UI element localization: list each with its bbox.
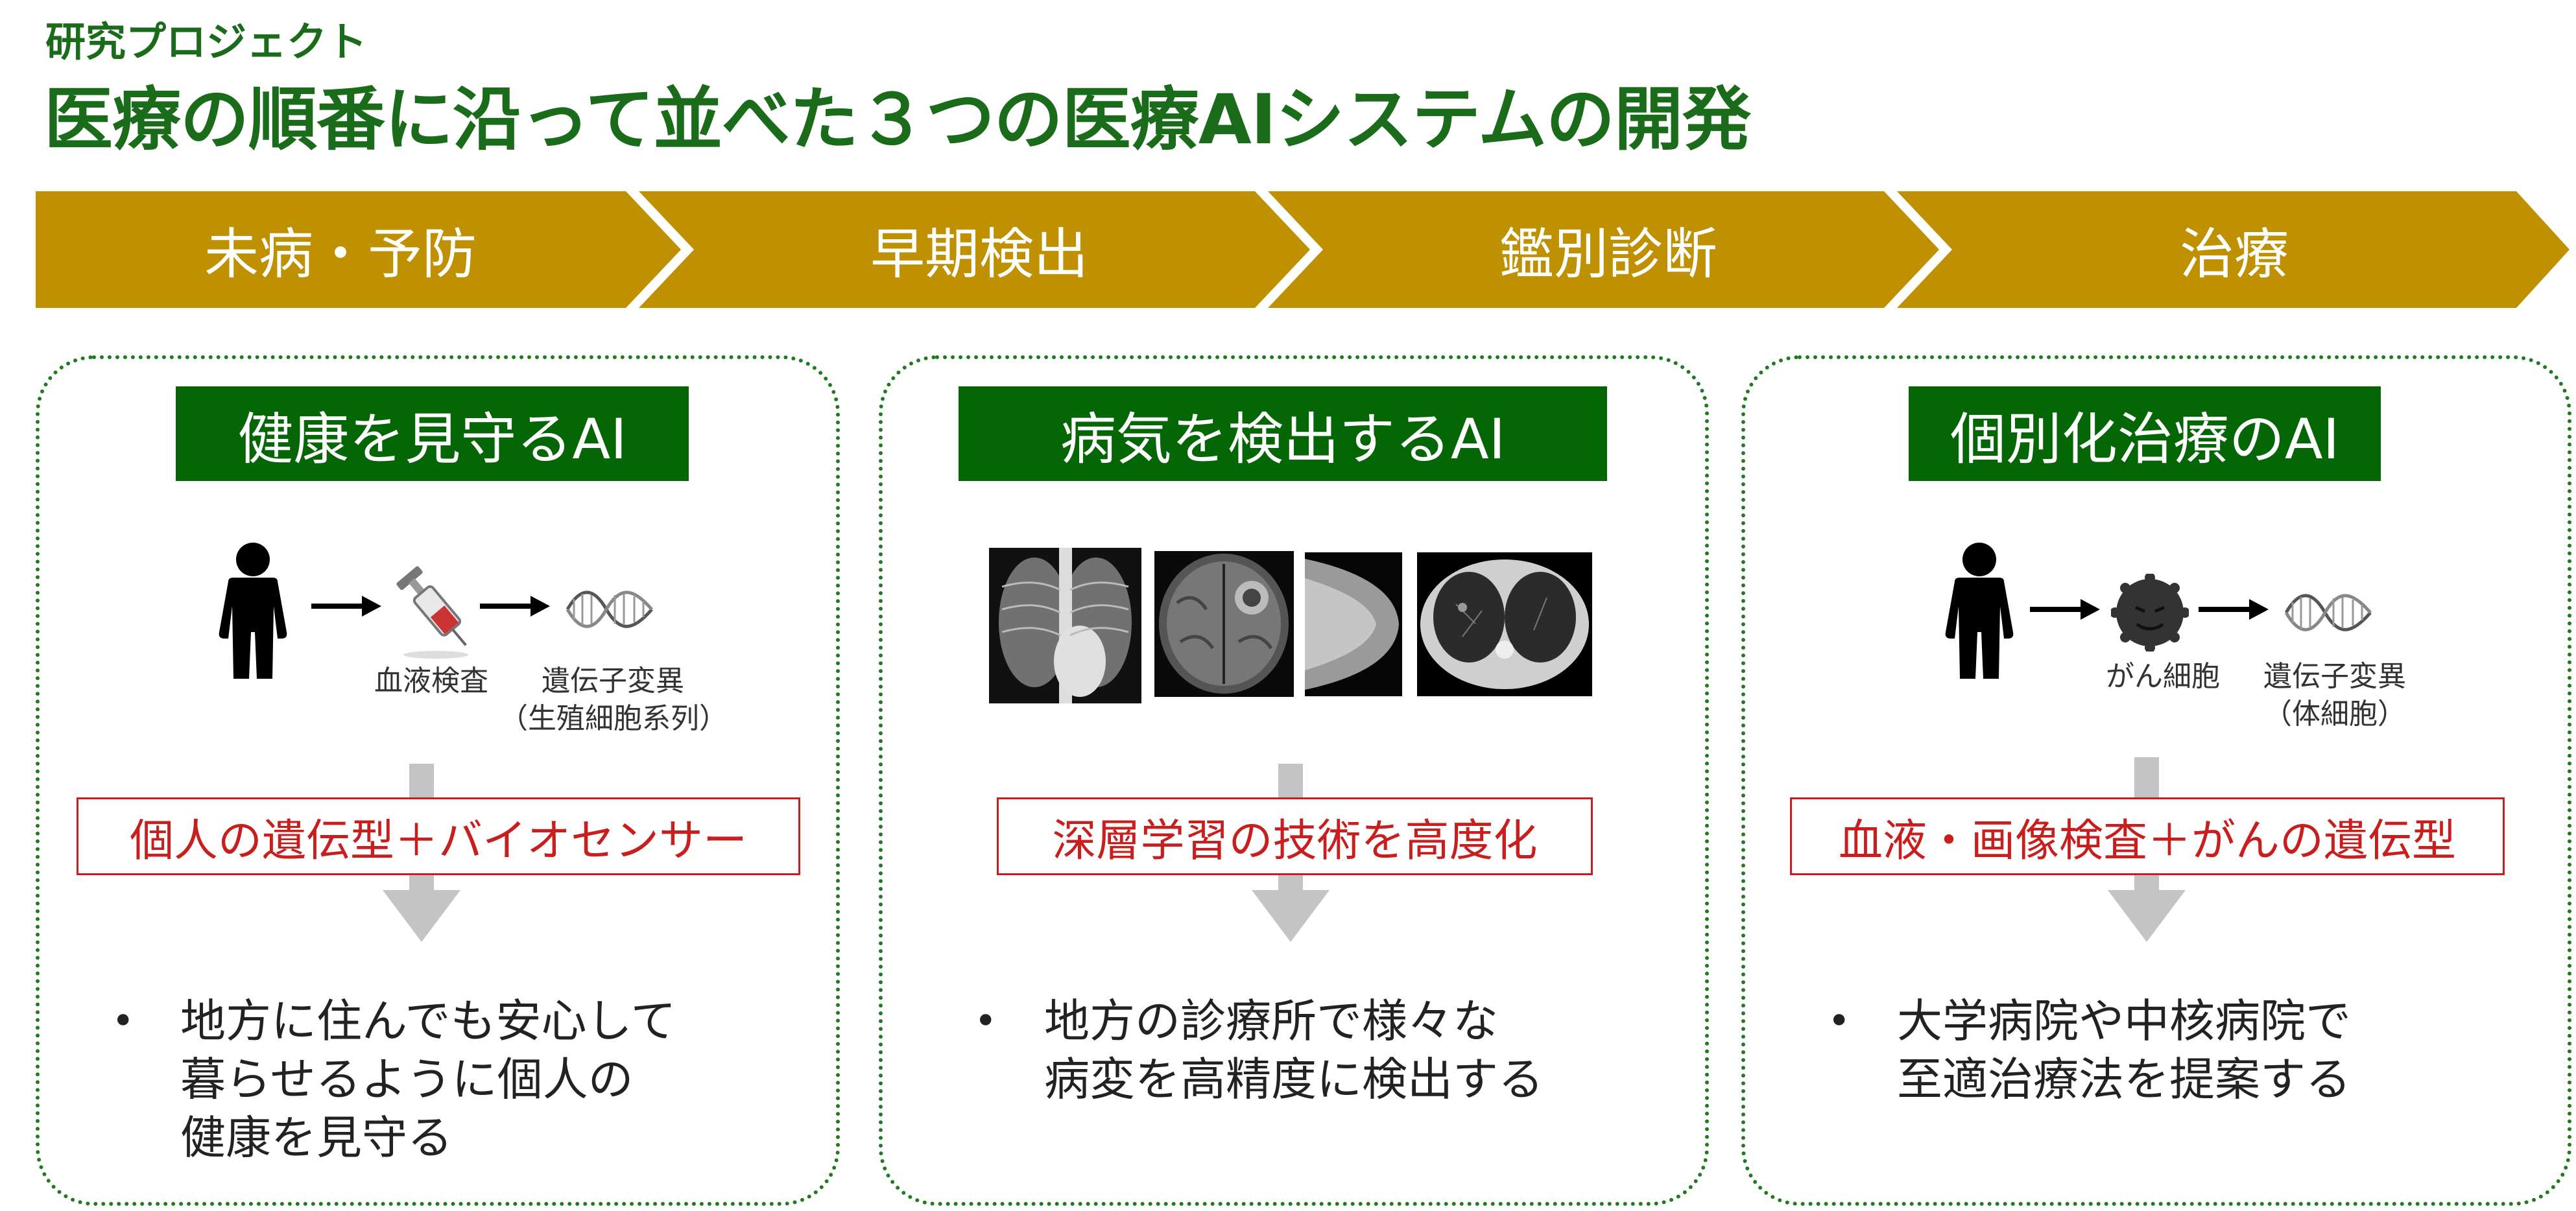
card-title-treatment-ai: 個別化治療のAI — [1909, 386, 2381, 481]
card-personalized-treatment — [1741, 355, 2571, 1206]
card-health-monitoring — [36, 355, 840, 1206]
bullet-marker: • — [1828, 998, 1851, 1044]
mammogram-image — [1305, 552, 1402, 696]
lung-ct-image — [1417, 552, 1592, 696]
person-icon — [1945, 543, 2014, 679]
chevron-stage-2 — [639, 191, 1310, 308]
stage-label-prevention: 未病・予防 — [204, 222, 477, 286]
arrow-right-icon — [2199, 599, 2269, 620]
page-title: 医療の順番に沿って並べた３つの医療AIシステムの開発 — [44, 80, 1751, 159]
bullet-line: 暮らせるように個人の — [180, 1053, 634, 1106]
stage-label-early-detection: 早期検出 — [870, 222, 1088, 286]
arrow-right-icon — [2030, 599, 2100, 620]
bullet-line: 健康を見守る — [180, 1111, 453, 1164]
tech-box-blood-imaging-genotype: 血液・画像検査＋がんの遺伝型 — [1790, 797, 2505, 875]
bullet-line: 至適治療法を提案する — [1897, 1053, 2351, 1106]
dna-icon — [566, 591, 653, 628]
bullet-marker: • — [112, 998, 135, 1044]
cancer-cell-icon — [2111, 574, 2189, 652]
tech-box-deep-learning: 深層学習の技術を高度化 — [997, 797, 1593, 875]
brain-mri-image — [1154, 551, 1294, 697]
arrow-right-icon — [480, 596, 550, 617]
tech-box-genotype-biosensor: 個人の遺伝型＋バイオセンサー — [77, 797, 800, 875]
section-subtitle: 研究プロジェクト — [45, 18, 368, 65]
chevron-stage-3 — [1268, 191, 1939, 308]
caption-somatic-mutation: 遺伝子変異 — [2263, 660, 2406, 693]
arrow-right-icon — [311, 596, 381, 617]
chevron-stage-1 — [36, 191, 681, 308]
caption-germline-note: （生殖細胞系列） — [499, 702, 728, 735]
bullet-line: 地方に住んでも安心して — [180, 994, 676, 1048]
xray-image — [989, 548, 1141, 703]
person-icon — [219, 543, 287, 679]
caption-somatic-note: （体細胞） — [2263, 698, 2406, 731]
card-title-health-ai: 健康を見守るAI — [176, 386, 689, 481]
card-title-detection-ai: 病気を検出するAI — [959, 386, 1607, 481]
bullet-marker: • — [974, 998, 997, 1044]
bullet-line: 大学病院や中核病院で — [1897, 994, 2351, 1048]
dna-icon — [2284, 594, 2372, 631]
stage-label-differential-diagnosis: 鑑別診断 — [1499, 222, 1717, 286]
syringe-icon — [396, 566, 468, 659]
caption-blood-test: 血液検査 — [374, 664, 488, 698]
card-disease-detection — [879, 355, 1709, 1206]
chevron-stage-4 — [1897, 191, 2570, 308]
caption-cancer-cell: がん細胞 — [2106, 660, 2220, 693]
bullet-line: 地方の診療所で様々な — [1044, 994, 1498, 1048]
caption-germline-mutation: 遺伝子変異 — [542, 664, 684, 698]
stage-chevron-band — [36, 191, 2570, 308]
stage-label-treatment: 治療 — [2179, 222, 2289, 286]
bullet-line: 病変を高精度に検出する — [1044, 1053, 1544, 1106]
